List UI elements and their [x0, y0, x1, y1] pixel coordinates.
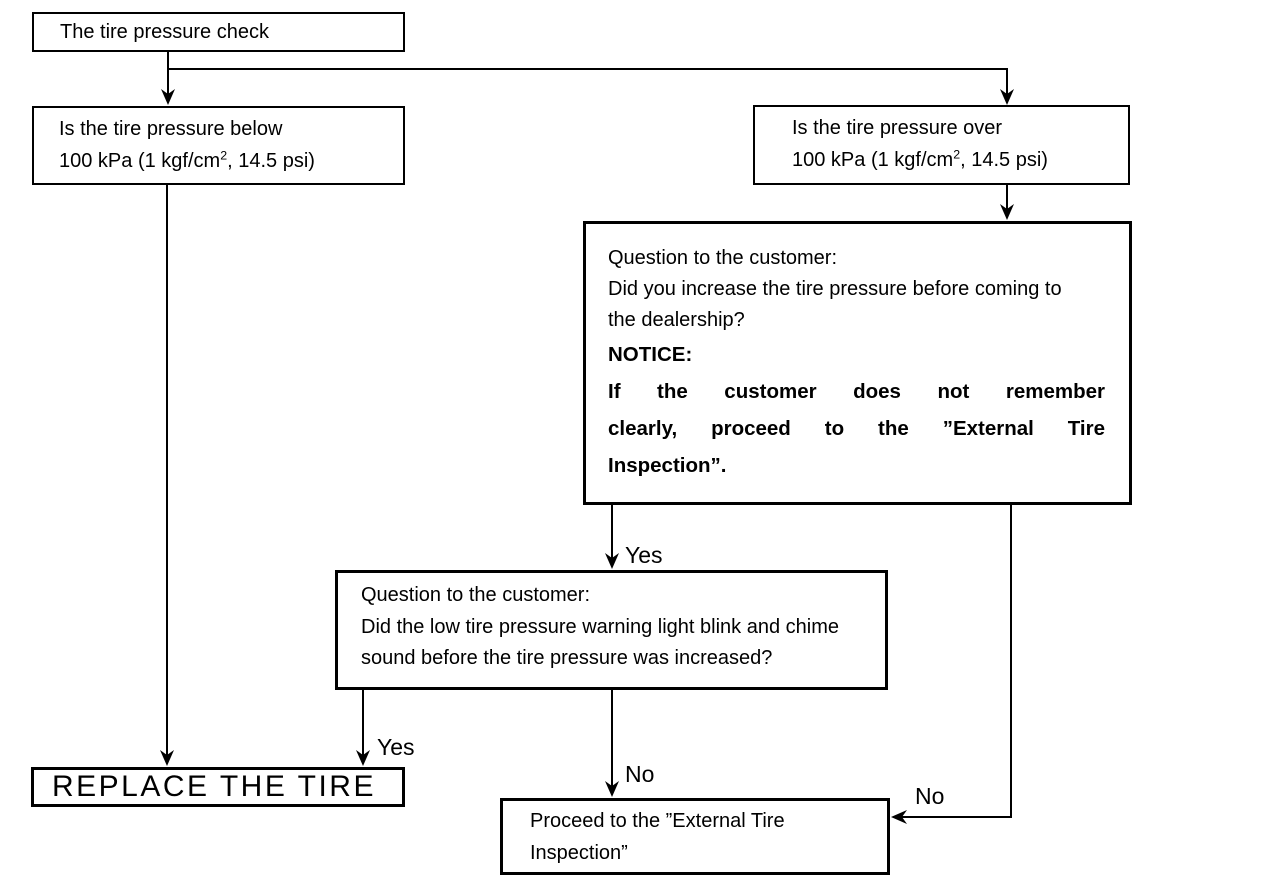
arrowhead-left — [891, 810, 907, 824]
arrowhead-down — [356, 750, 370, 766]
arrowhead-down — [161, 89, 175, 105]
arrowhead-down — [605, 553, 619, 569]
node-question-increase: Question to the customer: Did you increa… — [583, 221, 1132, 505]
question-intro: Question to the customer: — [608, 247, 838, 269]
notice-line: Inspection”. — [608, 454, 727, 477]
notice-line: If the customer does not remember — [608, 380, 1105, 403]
node-proceed-inspection: Proceed to the ”External Tire Inspection… — [500, 798, 890, 875]
node-pressure-below-line2: 100 kPa (1 kgf/cm2, 14.5 psi) — [59, 145, 403, 177]
node-proceed-inspection-text: Proceed to the ”External Tire Inspection… — [530, 810, 785, 864]
question-body: Did you increase the tire pressure befor… — [608, 278, 1062, 331]
edge-label-no-increase: No — [915, 783, 945, 809]
node-start: The tire pressure check — [32, 12, 405, 52]
arrowhead-down — [605, 781, 619, 797]
edge-label-yes-warning: Yes — [377, 734, 415, 760]
node-pressure-below-line1: Is the tire pressure below — [59, 118, 283, 140]
node-question-warning: Question to the customer: Did the low ti… — [335, 570, 888, 690]
question-intro: Question to the customer: — [361, 584, 591, 606]
node-pressure-over-line2: 100 kPa (1 kgf/cm2, 14.5 psi) — [792, 144, 1128, 176]
pressure-value-post: , 14.5 psi) — [960, 149, 1048, 171]
superscript-exponent: 2 — [220, 148, 228, 163]
pressure-value-pre: 100 kPa (1 kgf/cm — [59, 150, 221, 172]
node-start-text: The tire pressure check — [60, 21, 269, 43]
node-replace-tire-text: REPLACE THE TIRE — [52, 770, 376, 803]
pressure-value-pre: 100 kPa (1 kgf/cm — [792, 149, 954, 171]
edge-increase-no — [902, 505, 1012, 818]
notice-label: NOTICE: — [608, 343, 693, 366]
node-pressure-below: Is the tire pressure below 100 kPa (1 kg… — [32, 106, 405, 185]
arrowhead-down — [1000, 204, 1014, 220]
arrowhead-down — [1000, 89, 1014, 105]
node-pressure-over: Is the tire pressure over 100 kPa (1 kgf… — [753, 105, 1130, 185]
arrowhead-down — [160, 750, 174, 766]
question-body: Did the low tire pressure warning light … — [361, 615, 840, 670]
notice-line: clearly, proceed to the ”External Tire — [608, 417, 1105, 440]
superscript-exponent: 2 — [953, 147, 961, 162]
node-pressure-over-line1: Is the tire pressure over — [792, 117, 1003, 139]
edge-label-no-warning: No — [625, 761, 655, 787]
edge-start-to-over — [168, 68, 1008, 94]
pressure-value-post: , 14.5 psi) — [227, 150, 315, 172]
edge-label-yes-increase: Yes — [625, 542, 663, 568]
node-replace-tire: REPLACE THE TIRE — [31, 767, 405, 807]
